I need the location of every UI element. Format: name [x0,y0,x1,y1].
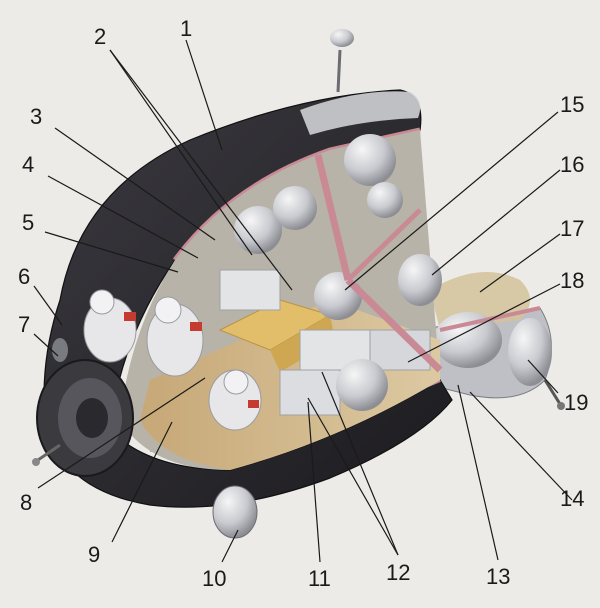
leader-11 [307,401,321,563]
label-2: 2 [94,24,106,49]
crew-figures [83,289,262,431]
leader-13 [457,384,499,561]
front-hatch [32,338,134,477]
label-14: 14 [560,486,584,511]
leader-19 [527,359,559,394]
label-8: 8 [20,490,32,515]
leader-7 [33,333,59,357]
label-7: 7 [18,312,30,337]
label-10: 10 [202,566,226,591]
leader-14 [469,391,573,501]
label-3: 3 [30,104,42,129]
leader-lines [33,39,573,563]
label-4: 4 [22,152,34,177]
leader-15 [344,111,559,291]
label-5: 5 [22,210,34,235]
label-1: 1 [180,16,192,41]
leader-12a [307,397,399,556]
leader-12b [321,371,399,556]
leader-18 [407,283,561,363]
label-15: 15 [560,92,584,117]
leader-4 [47,175,199,259]
leader-8 [37,377,206,489]
label-18: 18 [560,268,584,293]
label-19: 19 [564,390,588,415]
top-antenna [330,29,354,93]
cabin-interior [120,130,443,470]
label-13: 13 [486,564,510,589]
label-9: 9 [88,542,100,567]
leader-17 [479,233,561,293]
leader-2b [109,49,293,291]
label-17: 17 [560,216,584,241]
leader-5 [44,231,179,273]
leader-9 [111,421,173,543]
leader-10 [221,529,239,563]
label-16: 16 [560,152,584,177]
label-12: 12 [386,560,410,585]
leader-16 [431,169,561,276]
bottom-pod [212,485,258,539]
leader-1 [185,39,223,151]
leader-2a [109,49,253,256]
label-6: 6 [18,264,30,289]
leader-6 [33,285,63,326]
callout-labels: 1 2 3 4 5 6 7 8 9 10 11 12 13 14 15 16 1… [18,16,588,591]
rear-engine-section [419,272,565,410]
leader-3 [54,127,216,241]
label-11: 11 [308,566,331,591]
